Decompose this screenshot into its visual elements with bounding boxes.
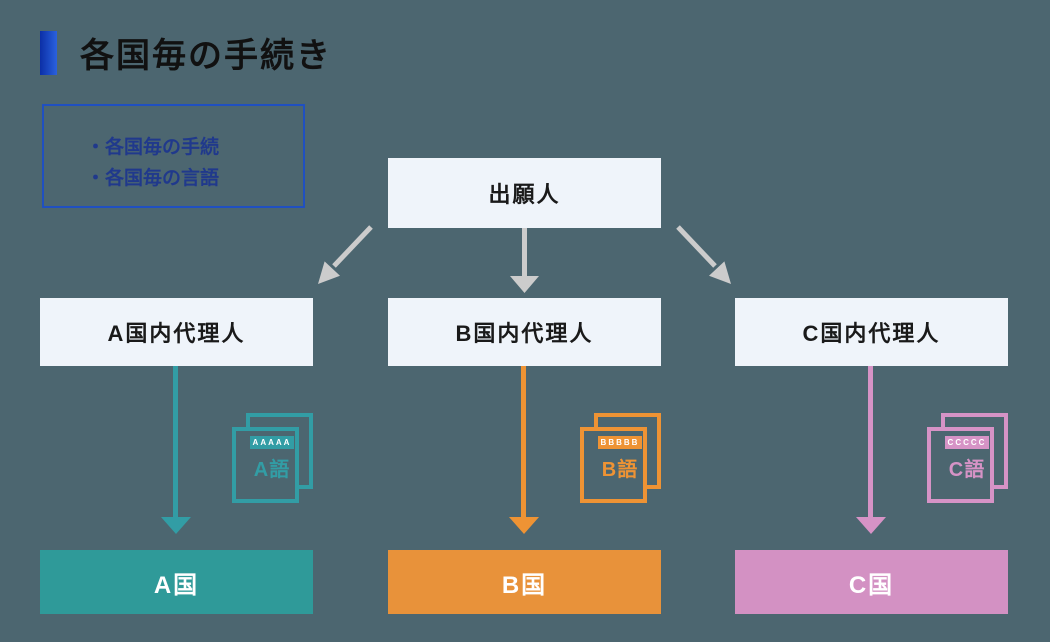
document-language-label: A語 (253, 458, 291, 481)
document-tag-label: AAAAA (250, 436, 294, 449)
flow-arrow-c (868, 366, 873, 518)
flow-arrowhead-a (161, 517, 191, 534)
note-item: ・各国毎の言語 (86, 168, 220, 189)
title-row: 各国毎の手続き (40, 28, 332, 77)
agent-box-b: B国内代理人 (388, 298, 661, 366)
country-box-a: A国 (40, 550, 313, 614)
document-language-label: B語 (601, 458, 639, 481)
document-front-sheet (927, 427, 994, 503)
flow-arrowhead-b (509, 517, 539, 534)
title-accent-bar (40, 30, 57, 75)
flow-arrow-a (173, 366, 178, 518)
agent-box-c: C国内代理人 (735, 298, 1008, 366)
arrow-to-agent-a (318, 225, 373, 284)
note-item: ・各国毎の手続 (86, 137, 220, 158)
page-title: 各国毎の手続き (80, 37, 332, 75)
document-language-label: C語 (948, 458, 986, 481)
applicant-box: 出願人 (388, 158, 661, 228)
flow-column-a: A国内代理人 AAAAA A語 A国 (40, 0, 313, 642)
document-tag-label: BBBBB (598, 436, 642, 449)
agent-box-a: A国内代理人 (40, 298, 313, 366)
country-box-b: B国 (388, 550, 661, 614)
flow-column-b: B国内代理人 BBBBB B語 B国 (388, 0, 661, 642)
document-tag-label: CCCCC (945, 436, 989, 449)
document-icon-b: BBBBB B語 (580, 413, 662, 506)
arrow-to-agent-c (676, 225, 731, 284)
note-box: ・各国毎の手続 ・各国毎の言語 (42, 104, 305, 208)
flow-column-c: C国内代理人 CCCCC C語 C国 (735, 0, 1008, 642)
document-icon-a: AAAAA A語 (232, 413, 314, 506)
country-box-c: C国 (735, 550, 1008, 614)
document-icon-c: CCCCC C語 (927, 413, 1009, 506)
flow-arrowhead-c (856, 517, 886, 534)
flow-arrow-b (521, 366, 526, 518)
